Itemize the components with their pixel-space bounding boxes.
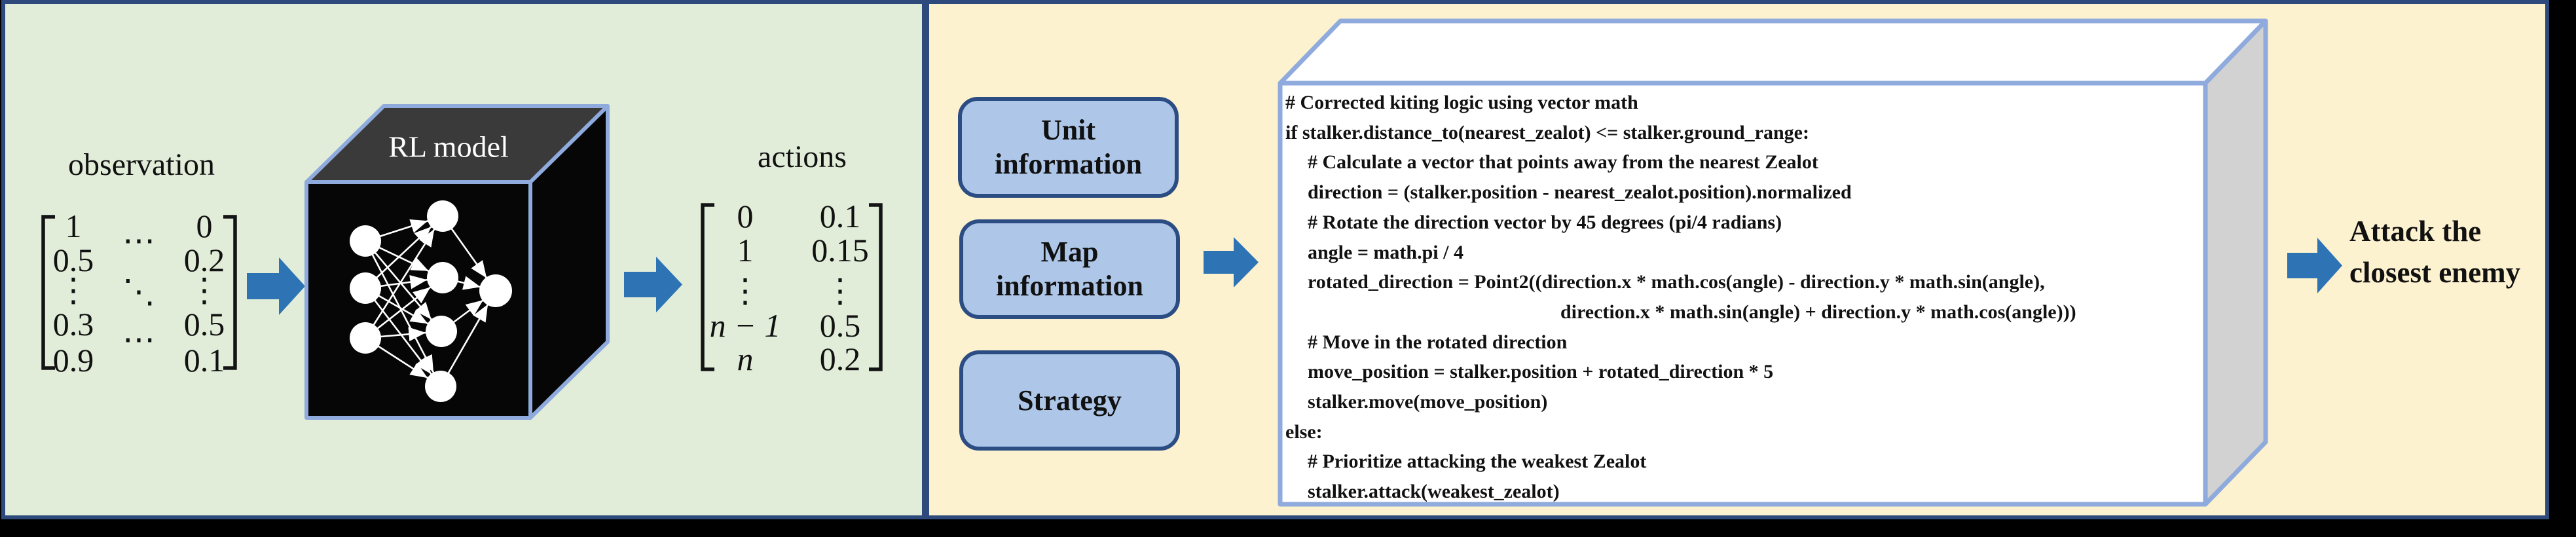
neural-network-icon bbox=[350, 200, 512, 402]
matrix-cell: ⋮ bbox=[824, 272, 856, 309]
matrix-cell: 1 bbox=[737, 232, 754, 268]
code-line: # Corrected kiting logic using vector ma… bbox=[1285, 92, 1638, 113]
code-line: if stalker.distance_to(nearest_zealot) <… bbox=[1285, 121, 1809, 143]
matrix-cell: ⋮ bbox=[729, 272, 762, 309]
input-box-label: Unit information bbox=[995, 114, 1142, 180]
code-line: stalker.move(move_position) bbox=[1308, 391, 1548, 413]
right-bracket bbox=[223, 215, 237, 370]
matrix-cell: 0.5 bbox=[819, 307, 861, 344]
matrix-cell: 0.15 bbox=[811, 232, 869, 268]
matrix-cell: ⋮ bbox=[188, 272, 221, 308]
code-line: direction = (stalker.position - nearest_… bbox=[1308, 181, 1852, 204]
matrix-cell: 0 bbox=[196, 208, 213, 244]
right-bracket bbox=[869, 203, 883, 371]
code-line: # Calculate a vector that points away fr… bbox=[1308, 151, 1818, 174]
input-box-label: Map information bbox=[996, 236, 1143, 302]
matrix-cell: ⋮ bbox=[57, 272, 90, 308]
matrix-cell: 0.5 bbox=[52, 242, 94, 278]
code-line: direction.x * math.sin(angle) + directio… bbox=[1560, 301, 2076, 323]
matrix-cell: ⋱ bbox=[122, 273, 155, 310]
code-line: # Rotate the direction vector by 45 degr… bbox=[1308, 211, 1782, 233]
code-box-top-face bbox=[1278, 18, 2268, 86]
matrix-cell: 0.1 bbox=[819, 198, 861, 234]
matrix-cell: 0.1 bbox=[183, 342, 225, 379]
code-line: move_position = stalker.position + rotat… bbox=[1308, 361, 1774, 383]
generated-code-block: # Corrected kiting logic using vector ma… bbox=[1285, 88, 2199, 507]
matrix-cell: 0.3 bbox=[52, 306, 94, 343]
input-box-label: Strategy bbox=[1018, 384, 1122, 417]
matrix-cell: 0.2 bbox=[819, 341, 861, 377]
matrix-cell: 0.9 bbox=[52, 342, 94, 379]
code-line: rotated_direction = Point2((direction.x … bbox=[1308, 271, 2045, 293]
input-box-strategy: Strategy bbox=[959, 350, 1180, 451]
code-box-3d bbox=[1278, 18, 2268, 507]
matrix-cell: n bbox=[737, 341, 754, 377]
code-line: # Move in the rotated direction bbox=[1308, 331, 1568, 353]
observation-label: observation bbox=[68, 147, 215, 182]
observation-matrix-brackets bbox=[41, 215, 237, 370]
left-bracket bbox=[701, 203, 714, 371]
matrix-cell: 0.5 bbox=[183, 306, 225, 343]
flow-arrow-icon bbox=[247, 257, 305, 315]
code-line: angle = math.pi / 4 bbox=[1308, 241, 1463, 263]
input-box-map-information: Map information bbox=[959, 219, 1180, 319]
code-line: stalker.attack(weakest_zealot) bbox=[1308, 481, 1560, 503]
code-line: # Prioritize attacking the weakest Zealo… bbox=[1308, 451, 1647, 473]
input-box-unit-information: Unit information bbox=[958, 97, 1179, 198]
matrix-cell: 1 bbox=[65, 208, 82, 244]
flow-arrow-icon bbox=[624, 257, 682, 312]
code-box-right-face bbox=[2203, 18, 2268, 507]
matrix-cell: ⋯ bbox=[122, 321, 155, 358]
actions-label: actions bbox=[758, 139, 847, 174]
rl-model-label: RL model bbox=[388, 130, 509, 164]
code-line: else: bbox=[1285, 420, 1323, 443]
code-box-front-face bbox=[1278, 81, 2208, 507]
matrix-cell: n − 1 bbox=[709, 307, 781, 344]
flow-arrow-icon bbox=[2287, 238, 2342, 293]
matrix-cell: 0.2 bbox=[183, 242, 225, 278]
left-bracket bbox=[41, 215, 55, 370]
output-action-label: Attack the closest enemy bbox=[2349, 215, 2521, 289]
actions-matrix-brackets bbox=[701, 203, 883, 371]
matrix-cell: 0 bbox=[737, 198, 754, 234]
matrix-cell: ⋯ bbox=[122, 222, 155, 259]
flow-arrow-icon bbox=[1204, 237, 1259, 287]
